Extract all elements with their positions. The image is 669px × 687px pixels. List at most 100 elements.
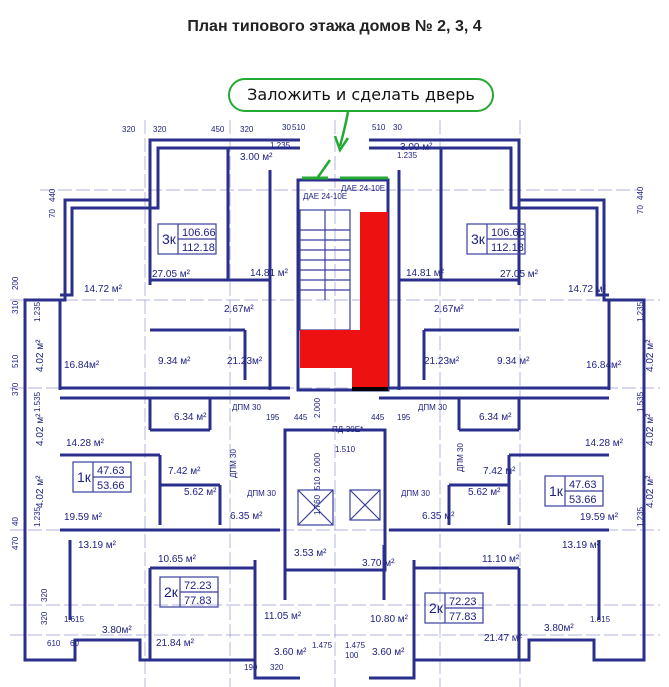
door-label: ДПМ 30 [232, 403, 262, 412]
apt-area-living: 72.23 [449, 596, 477, 608]
room-label: 6.35 м² [422, 511, 455, 522]
dimension: 2.000 [313, 452, 322, 473]
room-label: 6.35 м² [230, 511, 263, 522]
apt-type: 1к [77, 469, 92, 485]
apt-box-right-2k: 2к 72.23 77.83 [424, 592, 484, 624]
room-label: 3.70 м² [362, 558, 395, 569]
room-label: 3.53 м² [294, 548, 327, 559]
dimension: 310 [11, 300, 20, 314]
apt-area-total: 112.18 [491, 242, 524, 254]
door-label: ДПМ 30 [418, 403, 448, 412]
dimension: 320 [122, 125, 136, 134]
door-label: ДАЕ 24-10Е [341, 184, 385, 193]
dimension: 2.000 [313, 397, 322, 418]
apt-area-living: 47.63 [97, 465, 125, 477]
dimension: 1.475 [312, 641, 333, 650]
dimension: 1.235 [33, 301, 42, 322]
room-label: 3.60 м² [372, 647, 405, 658]
apt-box-left-2k: 2к 72.23 77.83 [159, 576, 219, 608]
apt-type: 3к [162, 231, 177, 247]
door-label: ДПМ 30 [247, 489, 277, 498]
dimension: 320 [40, 611, 49, 625]
room-label: 14.81 м² [250, 268, 289, 279]
dimension: 1.615 [64, 615, 85, 624]
room-label: 4.02 м² [35, 413, 46, 446]
dimension: 610 [47, 639, 61, 648]
apt-type: 3к [471, 231, 486, 247]
room-label: 3.00 м² [400, 142, 433, 153]
apt-box-left-1k: 1к 47.63 53.66 [72, 461, 132, 493]
room-label: 11.10 м² [482, 554, 520, 565]
room-label: 7.42 м² [168, 466, 201, 477]
room-label: 19.59 м² [64, 512, 103, 523]
dimension: 320 [270, 663, 284, 672]
dimension: 30 [393, 123, 402, 132]
dimension: 1.235 [636, 506, 645, 527]
dimension: 445 [294, 413, 308, 422]
room-label: 4.02 м² [645, 475, 656, 508]
grid-lines [10, 120, 660, 687]
dimension: 200 [11, 276, 20, 290]
dimension: 30 [282, 123, 291, 132]
dimension: 1.235 [636, 301, 645, 322]
dimension: 320 [40, 588, 49, 602]
apt-type: 2к [164, 584, 179, 600]
annotation-callout: Заложить и сделать дверь [228, 78, 494, 112]
highlight-area [300, 212, 388, 388]
dimension: 100 [345, 651, 359, 660]
dimension: 370 [11, 382, 20, 396]
apt-area-total: 112.18 [182, 242, 215, 254]
dimension: 195 [266, 413, 280, 422]
dimension: 1.615 [590, 615, 611, 624]
room-label: 14.28 м² [66, 438, 105, 449]
room-label: 6.34 м² [174, 412, 207, 423]
dimension: 450 [211, 125, 225, 134]
dimension: 195 [397, 413, 411, 422]
room-label: 3.00 м² [240, 152, 273, 163]
dimension: 1.475 [345, 641, 366, 650]
room-label: 7.42 м² [483, 466, 516, 477]
apt-box-right-1k: 1к 47.63 53.66 [544, 475, 604, 507]
walls-left [23, 138, 300, 680]
room-label: 13.19 м² [562, 540, 601, 551]
dimension-labels: 320 320 450 320 30 510 510 30 1.235 1.23… [11, 123, 645, 672]
apt-area-total: 53.66 [97, 480, 125, 492]
room-label: 11.05 м² [264, 611, 302, 622]
dimension: 70 [636, 205, 645, 214]
dimension: 320 [240, 125, 254, 134]
door-label: ДПМ 30 [229, 448, 238, 478]
annotation-markup [302, 111, 388, 180]
room-label: 3.60 м² [274, 647, 307, 658]
dimension: 440 [48, 188, 57, 202]
room-label: 10.80 м² [370, 614, 409, 625]
dimension: 70 [48, 209, 57, 218]
dimension: 440 [636, 186, 645, 200]
apt-area-total: 77.83 [184, 595, 212, 607]
apt-area-living: 47.63 [569, 479, 597, 491]
apt-type: 2к [429, 600, 444, 616]
apt-area-total: 77.83 [449, 611, 477, 623]
room-label: 13.19 м² [78, 540, 117, 551]
plan-title: План типового этажа домов № 2, 3, 4 [187, 18, 482, 35]
room-label: 3.80м² [102, 625, 132, 636]
room-label: 14.72 м² [84, 284, 123, 295]
door-label: ДАЕ 24-10Е [303, 192, 347, 201]
dimension: 1.760 [313, 494, 322, 515]
apt-type: 1к [549, 483, 564, 499]
room-label: 16.84м² [64, 360, 100, 371]
dimension: 1.535 [636, 391, 645, 412]
dimension: 190 [244, 663, 258, 672]
dimension: 1.510 [335, 445, 356, 454]
apt-area-total: 53.66 [569, 494, 597, 506]
room-label: 4.02 м² [645, 339, 656, 372]
room-label: 14.28 м² [585, 438, 624, 449]
room-label: 14.81 м² [406, 268, 445, 279]
elevator-1 [297, 489, 334, 526]
dimension: 510 [11, 354, 20, 368]
room-label: 27.05 м² [500, 269, 539, 280]
room-label: 21.47 м² [484, 633, 523, 644]
dimension: 40 [11, 517, 20, 526]
room-label: 27.05 м² [152, 269, 191, 280]
dimension: 510 [313, 476, 322, 490]
